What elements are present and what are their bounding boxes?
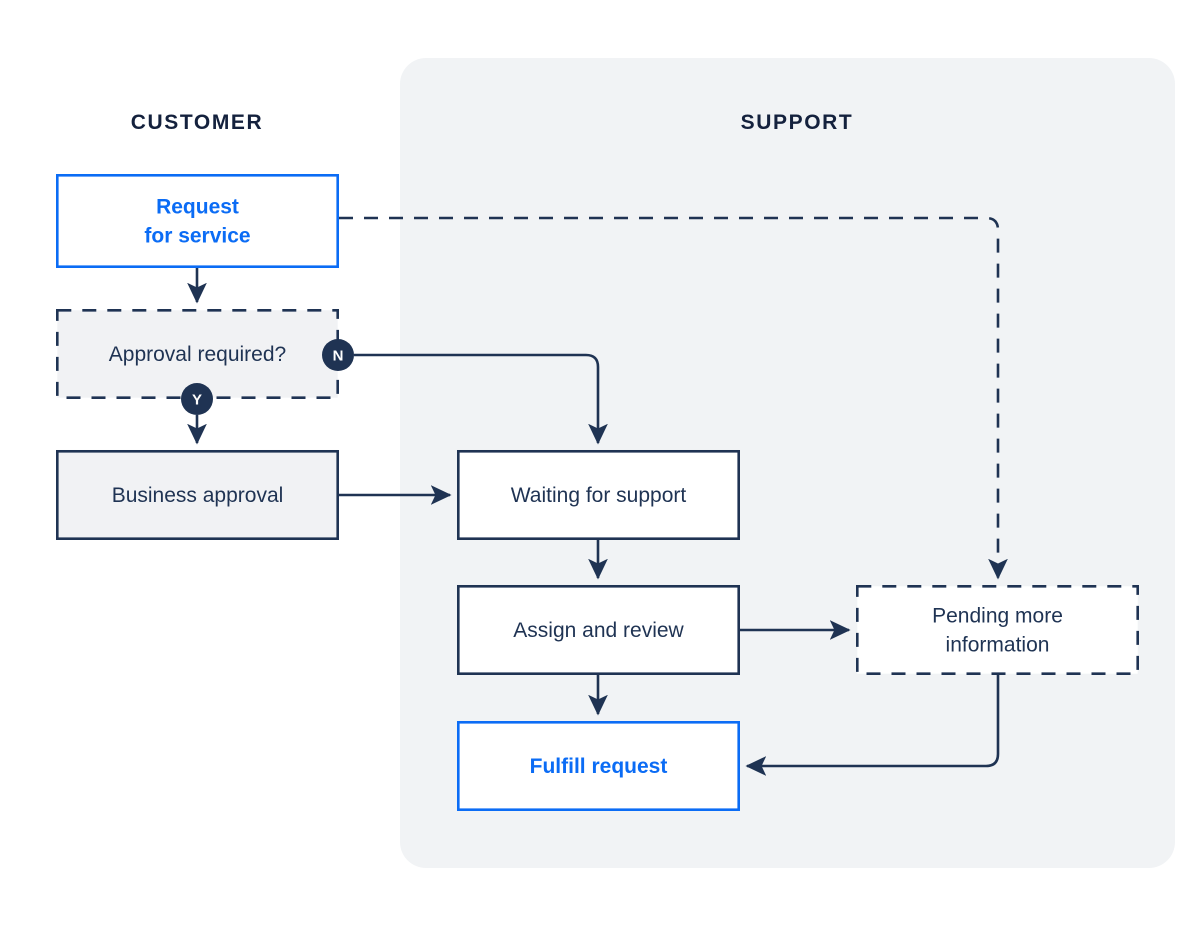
node-box (456, 449, 740, 540)
node-label: Approval required? (109, 343, 286, 366)
node-box (855, 584, 1139, 675)
connector-request-to-pending-dashed (339, 216, 1008, 580)
node-label: Business approval (112, 484, 284, 507)
node-label: Pending more (932, 605, 1063, 628)
decision-badge-layer: NY (181, 339, 354, 415)
node-label: Waiting for support (511, 484, 687, 507)
badge-circle (181, 383, 213, 415)
connector-pending-to-fulfill (745, 675, 1000, 776)
lane-title-layer: CUSTOMER SUPPORT (131, 111, 854, 134)
connector-no-to-waiting-for-support (354, 353, 608, 445)
node-box (456, 584, 740, 675)
node-box (456, 720, 740, 811)
badge-text: N (333, 348, 344, 365)
node-box (55, 174, 339, 269)
node-box (55, 449, 339, 540)
badge-text: Y (192, 392, 202, 409)
node-request-for-service[interactable]: Request for service (55, 174, 339, 269)
node-label: information (946, 634, 1050, 657)
lane-title-support: SUPPORT (741, 111, 854, 134)
node-pending-more-information[interactable]: Pending more information (855, 584, 1139, 675)
node-label: Fulfill request (530, 755, 668, 778)
node-label: Assign and review (513, 619, 684, 642)
badge-circle (322, 339, 354, 371)
node-assign-and-review[interactable]: Assign and review (456, 584, 740, 675)
badge-yes[interactable]: Y (181, 383, 213, 415)
node-label: for service (144, 225, 250, 248)
node-business-approval[interactable]: Business approval (55, 449, 339, 540)
connector-layer (187, 216, 1008, 776)
node-waiting-for-support[interactable]: Waiting for support (456, 449, 740, 540)
lane-title-customer: CUSTOMER (131, 111, 264, 134)
node-fulfill-request[interactable]: Fulfill request (456, 720, 740, 811)
node-label: Request (156, 196, 239, 219)
badge-no[interactable]: N (322, 339, 354, 371)
